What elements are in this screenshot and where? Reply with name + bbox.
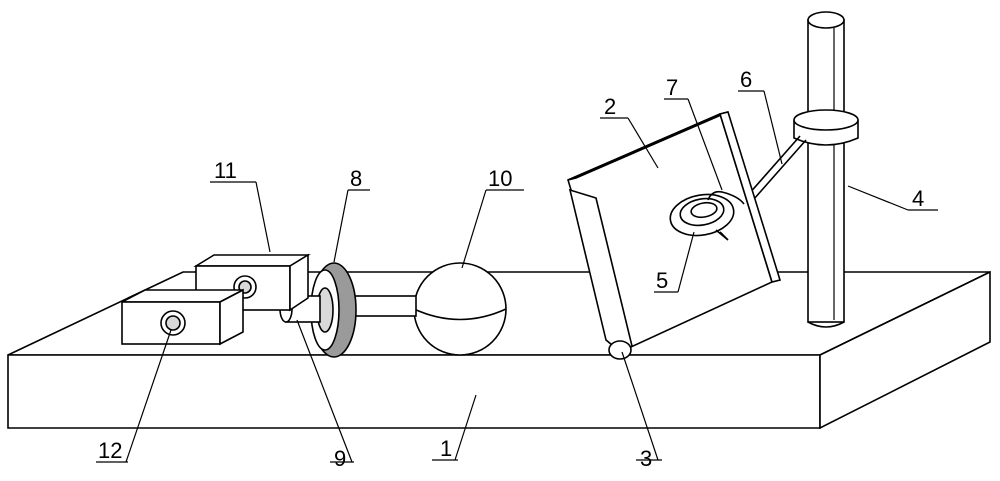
label-3: 3 <box>640 446 652 471</box>
label-2: 2 <box>604 94 616 119</box>
label-6: 6 <box>740 67 752 92</box>
label-1: 1 <box>440 436 452 461</box>
label-7: 7 <box>666 75 678 100</box>
label-5: 5 <box>656 268 668 293</box>
label-11: 11 <box>214 158 237 183</box>
label-12: 12 <box>98 438 122 463</box>
label-10: 10 <box>488 166 512 191</box>
ball <box>414 263 506 355</box>
label-9: 9 <box>334 446 346 471</box>
front-block <box>122 290 243 344</box>
label-4: 4 <box>912 186 924 211</box>
label-8: 8 <box>350 166 362 191</box>
